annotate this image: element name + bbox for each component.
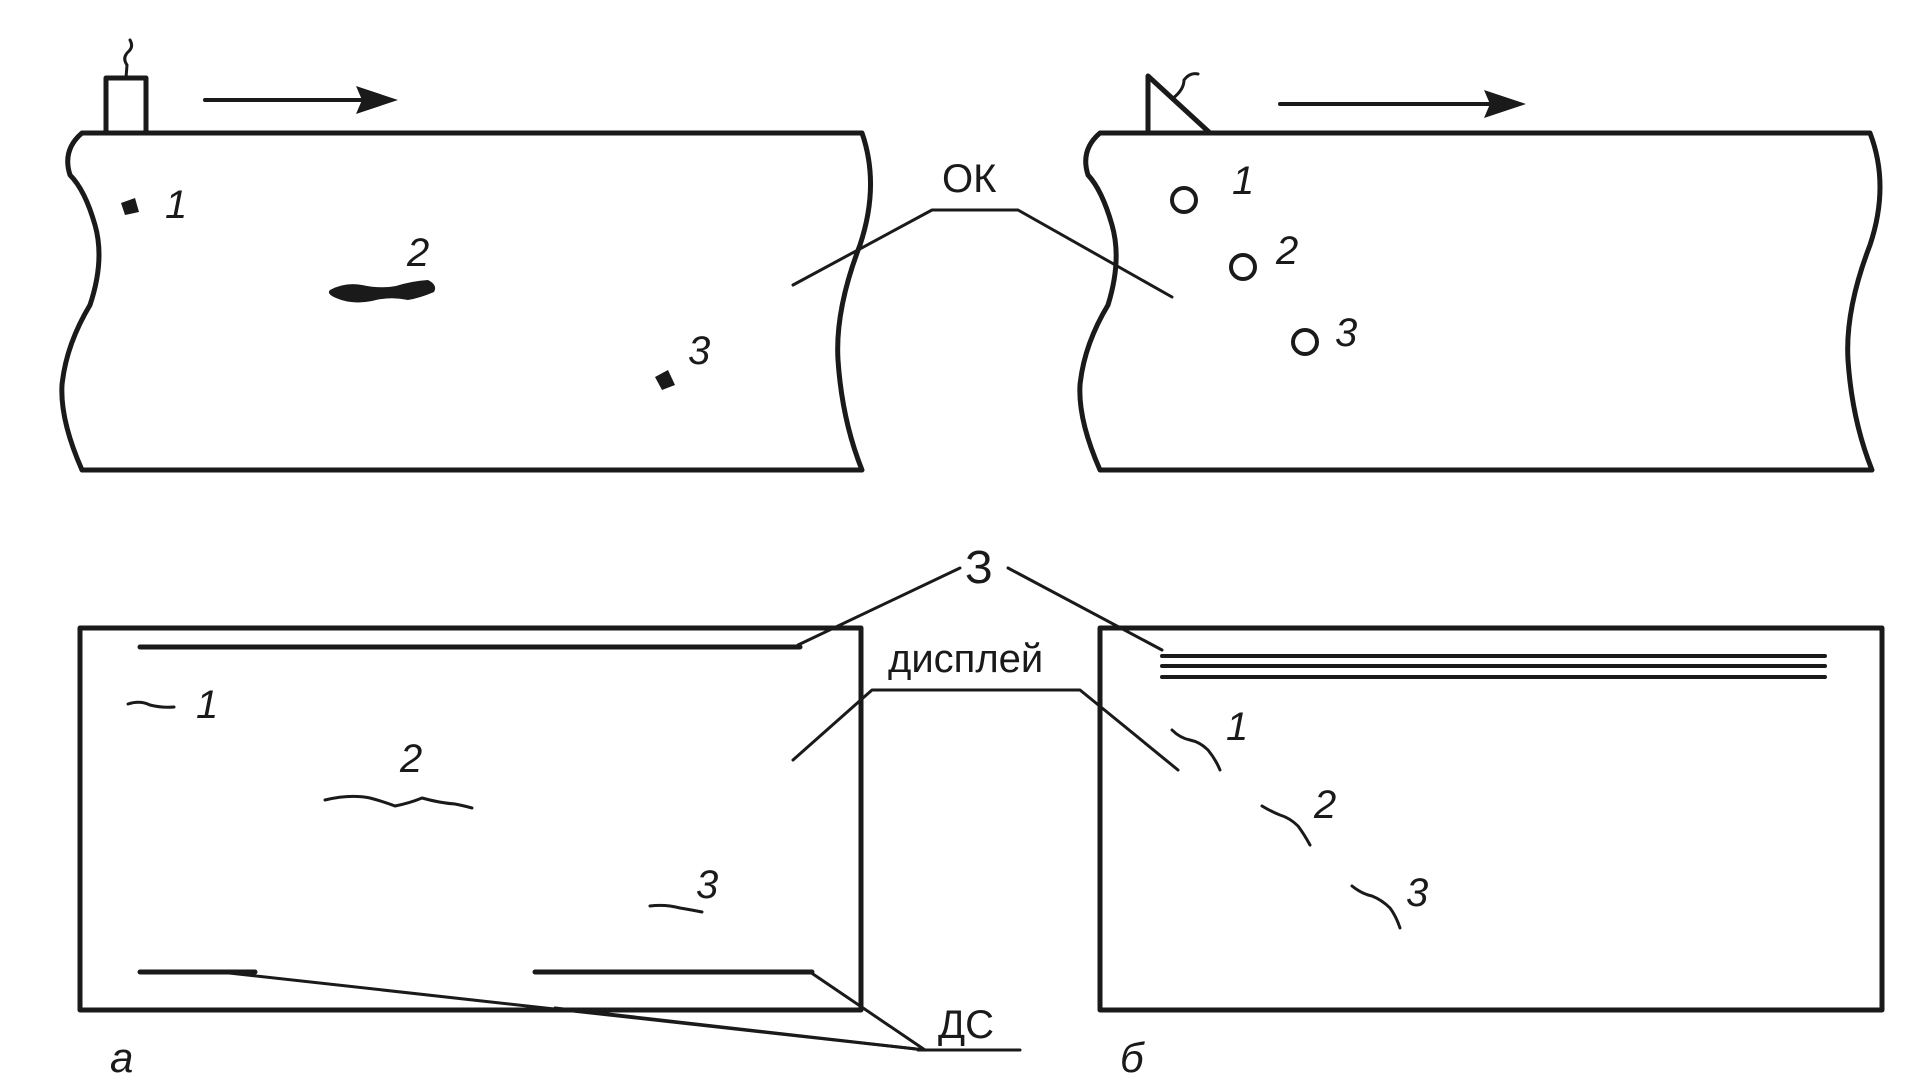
probe-angle bbox=[1145, 72, 1213, 136]
panel-label-a: а bbox=[110, 1034, 133, 1081]
label-dead-zone: ДС bbox=[938, 1003, 994, 1047]
defect-3-label-bottom-left: 3 bbox=[696, 863, 718, 907]
defect-3-label-top-right: 3 bbox=[1335, 311, 1357, 355]
echo-2-right bbox=[1260, 804, 1312, 847]
defect-3-label-top-left: 3 bbox=[688, 329, 710, 373]
test-object-right bbox=[1077, 130, 1883, 473]
leader-dead-zone-2 bbox=[553, 1006, 927, 1052]
display-panel-right bbox=[1097, 625, 1885, 1013]
leader-dead-zone-3 bbox=[808, 970, 927, 1052]
echo-2-left bbox=[323, 794, 474, 810]
defect-1-right bbox=[1170, 186, 1198, 214]
defect-2-left bbox=[328, 280, 436, 303]
echo-3-right bbox=[1350, 884, 1402, 930]
label-display: дисплей bbox=[888, 637, 1043, 681]
defect-2-label-bottom-right: 2 bbox=[1313, 783, 1336, 827]
defect-1-label-top-left: 1 bbox=[165, 183, 187, 227]
label-test-object: ОК bbox=[942, 157, 997, 201]
defect-2-label-bottom-left: 2 bbox=[399, 737, 422, 781]
defect-3-label-bottom-right: 3 bbox=[1406, 871, 1428, 915]
defect-1-label-top-right: 1 bbox=[1232, 159, 1254, 203]
probe-pulse-lines-right bbox=[1160, 654, 1827, 679]
leader-test-object bbox=[791, 208, 1174, 299]
leader-probe-pulse-right bbox=[1006, 566, 1164, 652]
scan-direction-arrow-left bbox=[203, 86, 398, 114]
defect-1-label-bottom-right: 1 bbox=[1226, 705, 1248, 749]
echo-1-left bbox=[126, 700, 176, 709]
leader-probe-pulse-left bbox=[796, 566, 962, 647]
echo-1-right bbox=[1170, 728, 1222, 772]
display-panel-left bbox=[77, 625, 864, 1013]
defect-2-label-top-left: 2 bbox=[406, 231, 429, 275]
defect-1-left bbox=[121, 198, 139, 215]
defect-2-label-top-right: 2 bbox=[1275, 229, 1298, 273]
defect-1-label-bottom-left: 1 bbox=[196, 683, 218, 727]
defect-3-left bbox=[655, 370, 675, 390]
defect-2-right bbox=[1229, 253, 1257, 281]
defect-3-right bbox=[1291, 328, 1319, 356]
label-probe-pulse: З bbox=[965, 541, 993, 593]
scan-direction-arrow-right bbox=[1278, 90, 1526, 118]
panel-label-b: б bbox=[1120, 1034, 1145, 1081]
test-object-left bbox=[59, 130, 874, 473]
probe-straight bbox=[103, 38, 149, 136]
leader-display bbox=[791, 688, 1180, 772]
echo-3-left bbox=[648, 903, 704, 914]
